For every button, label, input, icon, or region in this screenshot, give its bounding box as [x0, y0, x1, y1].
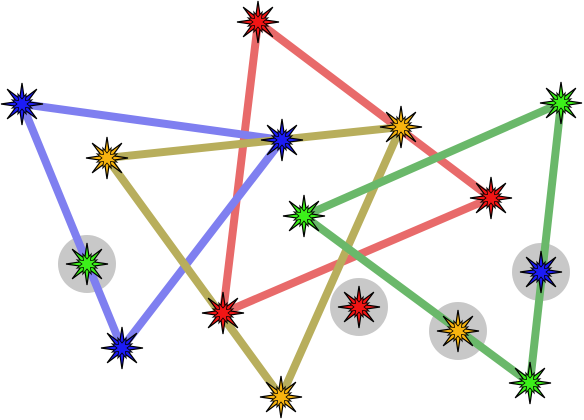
blue-star-node[interactable] [260, 118, 304, 162]
green-star-node[interactable] [508, 361, 552, 405]
green-triangle-edge [526, 99, 565, 387]
blue-triangle-edge [18, 100, 286, 144]
green-triangle-edge [300, 99, 565, 220]
orange-triangle-edge [277, 123, 405, 401]
red-star-node[interactable] [236, 0, 280, 44]
orange-star-node[interactable] [85, 136, 129, 180]
green-star-node[interactable] [282, 194, 326, 238]
green-star-node[interactable] [539, 81, 583, 125]
orange-star-node[interactable] [379, 105, 423, 149]
loose-green-star[interactable] [65, 242, 109, 286]
orange-triangle-edge [103, 154, 285, 401]
loose-orange-star[interactable] [436, 309, 480, 353]
blue-triangle-edge [18, 100, 126, 352]
orange-star-node[interactable] [259, 375, 303, 419]
edge-layer [18, 18, 565, 401]
blue-star-node[interactable] [100, 326, 144, 370]
red-triangle-edge [219, 18, 262, 317]
red-triangle-edge [254, 18, 495, 202]
blue-star-node[interactable] [0, 82, 44, 126]
highlight-layer [58, 235, 570, 360]
red-star-node[interactable] [469, 176, 513, 220]
green-triangle-edge [300, 212, 534, 387]
loose-red-star[interactable] [337, 285, 381, 329]
orange-triangle-edge [103, 123, 405, 162]
red-star-node[interactable] [201, 291, 245, 335]
blue-triangle-edge [118, 136, 286, 352]
loose-blue-star[interactable] [519, 250, 563, 294]
